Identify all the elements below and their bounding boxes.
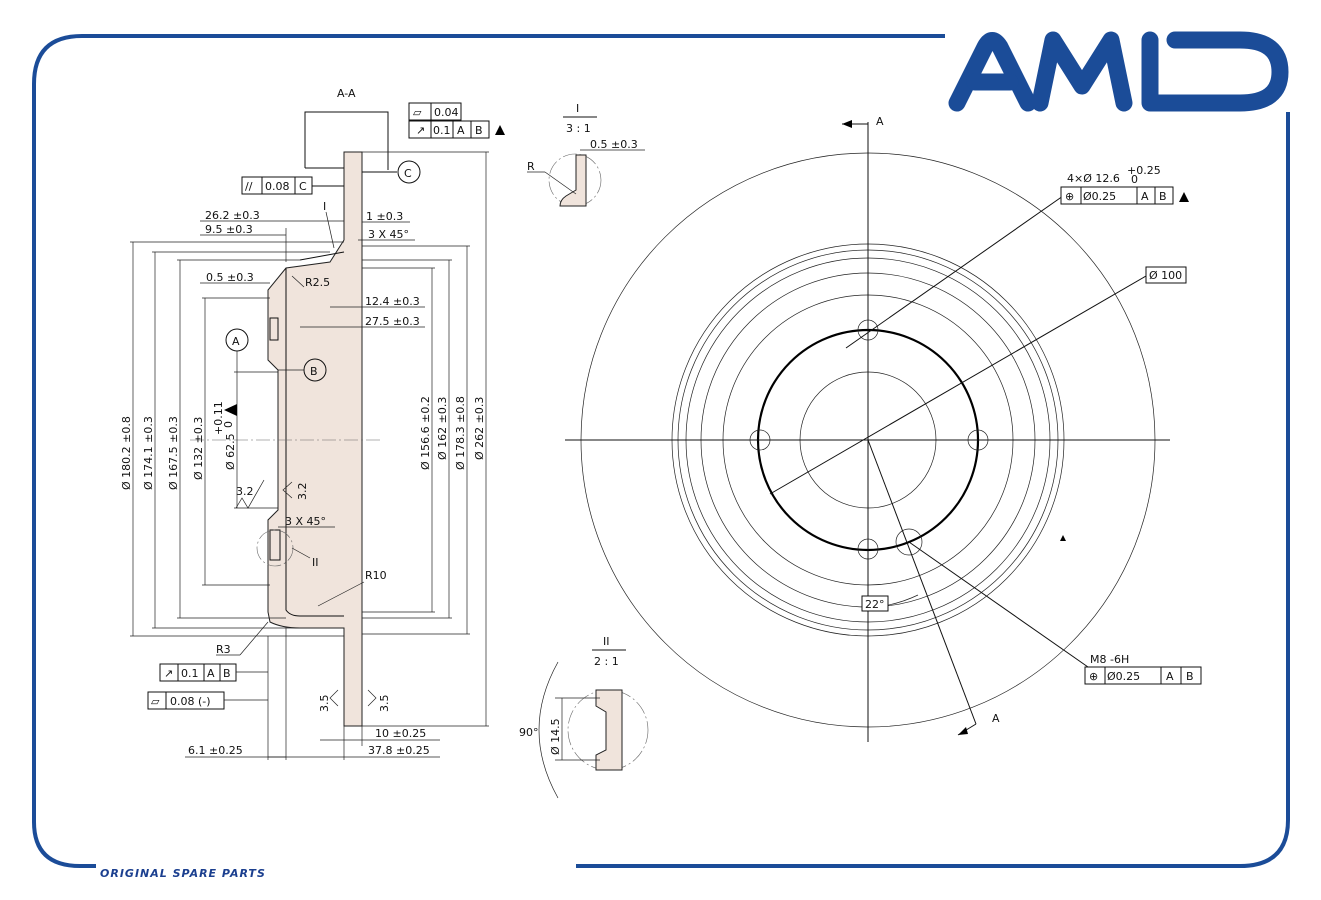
datum-b-label: B xyxy=(310,365,318,378)
holes-callout: 4×Ø 12.6 xyxy=(1067,172,1120,185)
svg-text:↗: ↗ xyxy=(416,124,425,137)
dim-10: 10 ±0.25 xyxy=(375,727,426,740)
detail-marker-1: I xyxy=(323,200,326,213)
svg-text:B: B xyxy=(1159,190,1167,203)
section-title: A-A xyxy=(337,87,356,100)
datum-c-label: C xyxy=(404,167,412,180)
svg-text:▱: ▱ xyxy=(413,106,422,119)
svg-text:C: C xyxy=(299,180,307,193)
flatness-frame: ▱ 0.04 xyxy=(408,102,462,121)
dim-1: 1 ±0.3 xyxy=(366,210,403,223)
right-diameter-dims xyxy=(362,151,489,727)
svg-text:B: B xyxy=(475,124,483,137)
disc-section-profile xyxy=(267,151,363,727)
dim-37-8: 37.8 ±0.25 xyxy=(368,744,430,757)
dim-dia-174-1: Ø 174.1 ±0.3 xyxy=(142,416,155,490)
parallel-frame: // 0.08 C xyxy=(241,176,313,195)
dim-dia-62-5-tol-up: +0.11 xyxy=(212,401,225,435)
dim-dia-156-6: Ø 156.6 ±0.2 xyxy=(419,396,432,470)
detail-2-view: II 2 : 1 Ø 14.5 90° xyxy=(519,635,649,799)
dim-r2-5: R2.5 xyxy=(305,276,330,289)
dim-chamfer-mid: 3 X 45° xyxy=(285,515,326,528)
svg-text:A: A xyxy=(207,667,215,680)
detail-2-angle: 90° xyxy=(519,726,539,739)
detail-1-view: I 3 : 1 0.5 ±0.3 R xyxy=(527,102,645,207)
runout-frame-bottom: ↗ 0.1 A B xyxy=(159,663,237,682)
holes-tol-up: +0.25 xyxy=(1127,164,1161,177)
svg-text:B: B xyxy=(1186,670,1194,683)
datum-a-label: A xyxy=(232,335,240,348)
detail-2-label: II xyxy=(603,635,610,648)
detail-marker-2: II xyxy=(312,556,319,569)
thread-label: M8 -6H xyxy=(1090,653,1129,666)
plan-view: A A 4×Ø 12.6 +0.25 0 ⊕ Ø0.25 A B Ø 100 2… xyxy=(565,115,1202,742)
plan-section-top: A xyxy=(876,115,884,128)
dim-dia-167-5: Ø 167.5 ±0.3 xyxy=(167,416,180,490)
left-diameter-dims xyxy=(130,241,344,637)
svg-text:B: B xyxy=(223,667,231,680)
runout-frame-top: ↗ 0.1 A B xyxy=(408,120,505,139)
dim-chamfer-top: 3 X 45° xyxy=(368,228,409,241)
detail-1-r: R xyxy=(527,160,535,173)
svg-text:0.08: 0.08 xyxy=(265,180,290,193)
plan-section-bottom: A xyxy=(992,712,1000,725)
thread-position-frame: ⊕ Ø0.25 A B xyxy=(1084,666,1202,685)
dim-6-1: 6.1 ±0.25 xyxy=(188,744,243,757)
roughness-1: 3.2 xyxy=(236,485,254,498)
flatness-frame-bottom: ▱ 0.08 (-) xyxy=(147,691,225,710)
svg-text:▱: ▱ xyxy=(151,695,160,708)
dim-dia-62-5: Ø 62.5 xyxy=(224,433,237,470)
roughness-4: 3.5 xyxy=(378,695,391,713)
detail-2-dia: Ø 14.5 xyxy=(549,718,562,755)
dim-dia-62-5-tol-lo: 0 xyxy=(222,421,235,428)
detail-1-label: I xyxy=(576,102,579,115)
svg-text:0.08 (-): 0.08 (-) xyxy=(170,695,211,708)
svg-text:Ø0.25: Ø0.25 xyxy=(1083,190,1116,203)
dim-dia-178-3: Ø 178.3 ±0.8 xyxy=(454,396,467,470)
dim-0-5: 0.5 ±0.3 xyxy=(206,271,254,284)
stud-holes xyxy=(749,319,989,560)
svg-text:⊕: ⊕ xyxy=(1089,670,1098,683)
dim-9-5: 9.5 ±0.3 xyxy=(205,223,253,236)
dim-dia-262: Ø 262 ±0.3 xyxy=(473,397,486,460)
svg-text:⊕: ⊕ xyxy=(1065,190,1074,203)
dim-dia-132: Ø 132 ±0.3 xyxy=(192,417,205,480)
dim-dia-162: Ø 162 ±0.3 xyxy=(436,397,449,460)
slogan: ORIGINAL SPARE PARTS xyxy=(100,867,266,880)
svg-text:A: A xyxy=(1141,190,1149,203)
dim-r10: R10 xyxy=(365,569,387,582)
svg-text:A: A xyxy=(1166,670,1174,683)
section-view: A-A C ▱ 0.04 ↗ 0.1 A xyxy=(120,87,505,760)
holes-tol-lo: 0 xyxy=(1131,173,1138,186)
dim-r3: R3 xyxy=(216,643,231,656)
dim-12-4: 12.4 ±0.3 xyxy=(365,295,420,308)
sheet-border xyxy=(32,34,1290,868)
svg-text://: // xyxy=(245,180,253,193)
roughness-2: 3.2 xyxy=(296,483,309,501)
svg-text:↗: ↗ xyxy=(164,667,173,680)
dim-27-5: 27.5 ±0.3 xyxy=(365,315,420,328)
svg-text:0.1: 0.1 xyxy=(181,667,199,680)
dim-26-2: 26.2 ±0.3 xyxy=(205,209,260,222)
svg-text:Ø0.25: Ø0.25 xyxy=(1107,670,1140,683)
pcd-label: Ø 100 xyxy=(1149,269,1182,282)
amd-logo xyxy=(948,31,1289,112)
angle-label: 22° xyxy=(865,598,885,611)
svg-text:A: A xyxy=(457,124,465,137)
detail-2-scale: 2 : 1 xyxy=(594,655,619,668)
holes-position-frame: ⊕ Ø0.25 A B xyxy=(1060,186,1189,205)
svg-text:0.04: 0.04 xyxy=(434,106,459,119)
svg-text:0.1: 0.1 xyxy=(433,124,451,137)
detail-1-scale: 3 : 1 xyxy=(566,122,591,135)
roughness-3: 3.5 xyxy=(318,695,331,713)
dim-dia-180-2: Ø 180.2 ±0.8 xyxy=(120,416,133,490)
detail-1-dim: 0.5 ±0.3 xyxy=(590,138,638,151)
